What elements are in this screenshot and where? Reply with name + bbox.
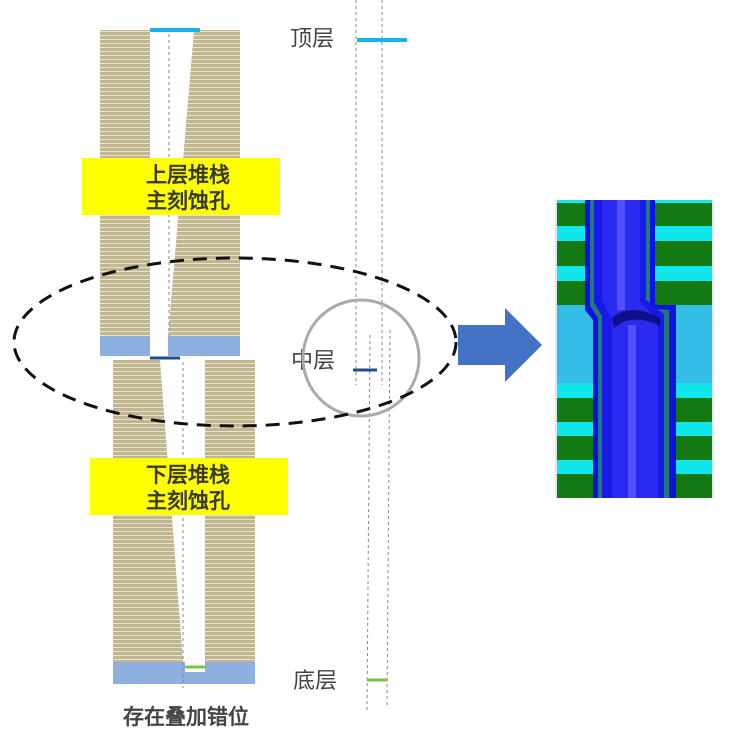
middle-layer-label: 中层 (291, 349, 335, 374)
upper-label-line2: 主刻蚀孔 (146, 189, 230, 213)
top-layer-label: 顶层 (290, 27, 334, 52)
via-step (612, 310, 660, 328)
caption: 存在叠加错位 (123, 705, 249, 729)
arrow-right-icon (458, 308, 542, 382)
lower-base (113, 662, 255, 684)
simulation-cross-section (555, 200, 714, 498)
lower-label-line2: 主刻蚀孔 (146, 489, 230, 513)
lower-right-guide (386, 329, 391, 706)
overlap-ellipse (12, 256, 458, 428)
upper-label-line1: 上层堆栈 (146, 163, 230, 187)
upper-label-bg (82, 158, 280, 215)
upper-base-left (100, 336, 150, 356)
lower-label-bg (90, 458, 288, 515)
zoom-circle (301, 298, 421, 418)
lower-stack (113, 360, 255, 688)
layer-schematic: 顶层 中层 底层 (290, 0, 421, 711)
lower-label-line1: 下层堆栈 (146, 463, 230, 487)
bottom-layer-label: 底层 (293, 669, 337, 694)
upper-base-right (168, 336, 240, 356)
lower-left-guide (366, 334, 371, 711)
